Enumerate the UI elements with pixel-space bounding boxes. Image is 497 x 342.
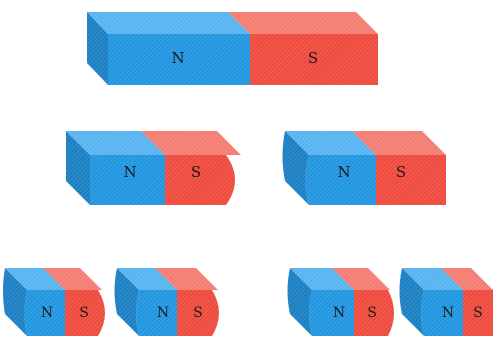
south-pole-label: S (473, 305, 483, 321)
quarter-magnet-4: N S (399, 268, 493, 336)
north-pole-label: N (171, 49, 184, 67)
south-pole-label: S (308, 49, 318, 67)
south-pole-label: S (367, 305, 377, 321)
quarter-magnet-2: N S (114, 268, 221, 336)
north-pole-label: N (333, 305, 345, 321)
north-pole-label: N (41, 305, 53, 321)
south-pole-label: S (79, 305, 89, 321)
south-pole-label: S (396, 163, 406, 181)
north-pole-label: N (442, 305, 454, 321)
half-magnet-right: N S (282, 131, 446, 205)
south-pole-label: S (193, 305, 203, 321)
whole-magnet: N S (87, 12, 378, 85)
north-pole-label: N (123, 163, 136, 181)
north-pole-label: N (337, 163, 350, 181)
quarter-magnet-3: N S (287, 268, 395, 336)
north-pole-label: N (157, 305, 169, 321)
half-magnet-left: N S (66, 131, 242, 205)
quarter-magnet-1: N S (3, 268, 107, 336)
south-pole-label: S (191, 163, 201, 181)
